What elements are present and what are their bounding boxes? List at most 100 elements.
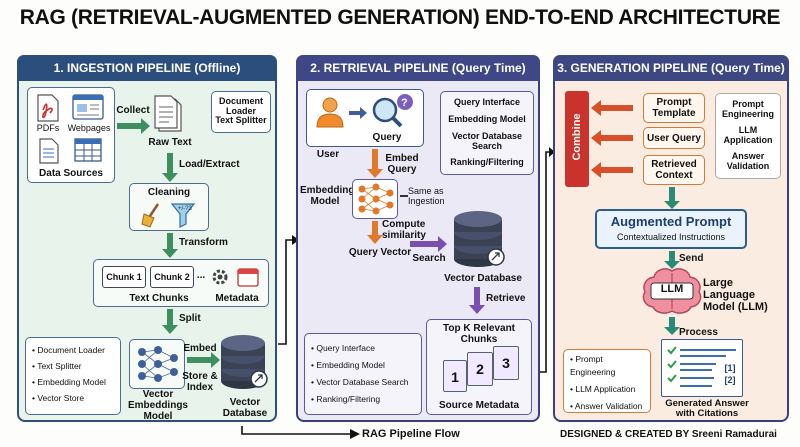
embed-query-arrow — [372, 149, 378, 171]
loader-item-text-splitter: Text Splitter — [215, 115, 267, 125]
query-label: Query — [372, 132, 402, 143]
transform-arrow — [167, 233, 173, 251]
top-k-box: Top K Relevant Chunks 1 2 3 Source Metad… — [426, 319, 532, 415]
retrieval-to-generation-connector — [540, 147, 555, 373]
retrieval-panel: 2. RETRIEVAL PIPELINE (Query Time) ? Que… — [296, 55, 540, 422]
retrieval-components-box: Query Interface Embedding Model Vector D… — [304, 333, 422, 415]
ingestion-components-box: Document Loader Text Splitter Embedding … — [25, 337, 121, 415]
chunk-card: 1 — [443, 360, 467, 392]
gear-calendar-icon — [212, 268, 259, 287]
info-ranking-filtering: Ranking/Filtering — [450, 157, 524, 167]
svg-text:?: ? — [401, 97, 408, 109]
generated-answer-document: [1] [2] — [661, 339, 743, 397]
embed-arrow — [187, 357, 213, 363]
retrieve-arrow — [474, 287, 480, 307]
vector-embeddings-label: Vector Embeddings Model — [127, 389, 188, 422]
split-label: Split — [179, 313, 201, 324]
compute-similarity-label: Compute similarity — [382, 219, 426, 241]
broom-filter-icon: +/-?3 — [141, 203, 196, 228]
load-extract-arrow — [167, 153, 173, 175]
checklist-icon — [667, 346, 736, 387]
brain-icon — [642, 268, 702, 314]
ingestion-list-item: Vector Store — [32, 390, 106, 406]
collect-label: Collect — [116, 105, 150, 116]
top-k-label: Top K Relevant Chunks — [442, 323, 516, 345]
page-title: RAG (RETRIEVAL-AUGMENTED GENERATION) END… — [19, 6, 781, 29]
credit-label: DESIGNED & CREATED BY Sreeni Ramadurai — [560, 429, 777, 440]
retrieval-list-item: Query Interface — [311, 340, 408, 357]
webpages-label: Webpages — [67, 123, 111, 133]
pipeline-flow-label: RAG Pipeline Flow — [362, 428, 460, 440]
chunks-box: Chunk 1 Chunk 2 ... Text Chunks Metadata — [93, 259, 269, 307]
store-index-label: Store & Index — [182, 371, 218, 393]
generation-side-box: Prompt Engineering LLM Application Answe… — [715, 93, 781, 179]
search-arrow — [410, 241, 440, 247]
neural-network-icon — [358, 183, 394, 215]
metadata-label: Metadata — [215, 293, 259, 304]
citation-2: [2] — [724, 375, 736, 385]
embed-label: Embed — [183, 343, 217, 354]
embed-query-label: Embed Query — [385, 153, 419, 175]
process-label: Process — [679, 327, 718, 338]
raw-text-label: Raw Text — [148, 137, 192, 148]
document-icon — [39, 138, 59, 164]
llm-description: Large Language Model (LLM) — [703, 277, 768, 314]
send-label: Send — [679, 253, 704, 264]
chunk-card: 2 — [467, 352, 493, 386]
info-vector-database-search: Vector Database Search — [451, 131, 523, 151]
retrieved-context-box: Retrieved Context — [643, 155, 705, 185]
embedding-model-box — [352, 179, 398, 219]
ingestion-to-retrieval-connector — [278, 235, 299, 345]
retrieval-list-item: Ranking/Filtering — [311, 391, 408, 408]
generation-list-item: Answer Validation — [570, 400, 648, 413]
transform-label: Transform — [179, 237, 228, 248]
contextualized-label: Contextualized Instructions — [616, 232, 726, 242]
spreadsheet-icon — [74, 138, 102, 162]
search-query-icon: ? — [372, 94, 413, 128]
info-embedding-model: Embedding Model — [448, 114, 526, 124]
combine-bar: Combine — [565, 91, 589, 187]
user-label: User — [316, 149, 340, 160]
chunk-ellipsis: ... — [196, 270, 206, 281]
side-prompt-engineering: Prompt Engineering — [721, 99, 774, 119]
generated-answer-label: Generated Answer with Citations — [665, 398, 749, 420]
search-label: Search — [412, 253, 446, 264]
combine-label: Combine — [571, 113, 583, 161]
data-sources-box: PDFs Webpages Data Sources — [27, 87, 115, 183]
data-sources-label: Data Sources — [39, 168, 103, 179]
compute-similarity-arrow — [372, 221, 378, 237]
vector-database-label: Vector Database — [222, 397, 268, 419]
ingestion-header: 1. INGESTION PIPELINE (Offline) — [17, 55, 277, 81]
retrieval-info-box: Query Interface Embedding Model Vector D… — [440, 91, 534, 175]
user-query-box: User Query — [643, 127, 705, 149]
generation-panel: 3. GENERATION PIPELINE (Query Time) Comb… — [553, 55, 789, 422]
generation-components-box: Prompt Engineering LLM Application Answe… — [563, 349, 651, 413]
collect-arrow — [117, 123, 143, 129]
vector-database-icon — [221, 335, 268, 389]
retrieve-label: Retrieve — [486, 293, 526, 304]
raw-text-icon — [154, 95, 182, 132]
embeddings-model-box — [129, 339, 185, 389]
query-vector-label: Query Vector — [348, 247, 412, 258]
user-query-box: ? Query — [306, 89, 424, 147]
ingestion-panel: 1. INGESTION PIPELINE (Offline) PDFs Web… — [17, 55, 277, 422]
source-metadata-label: Source Metadata — [438, 400, 520, 411]
generation-list-item: Prompt Engineering — [570, 353, 648, 379]
side-llm-application: LLM Application — [723, 125, 773, 145]
citation-1: [1] — [724, 363, 736, 373]
side-answer-validation: Answer Validation — [726, 151, 770, 171]
vector-database-icon — [454, 211, 505, 267]
retrieval-list-item: Embedding Model — [311, 357, 408, 374]
info-query-interface: Query Interface — [453, 97, 521, 107]
user-icon — [316, 97, 344, 128]
split-arrow — [167, 309, 173, 327]
ingestion-list-item: Document Loader — [32, 342, 106, 358]
loader-info-box: Document Loader Text Splitter — [211, 91, 271, 133]
chunk-2: Chunk 2 — [150, 266, 194, 288]
pdfs-label: PDFs — [36, 123, 60, 133]
vector-database-label: Vector Database — [444, 273, 522, 284]
text-chunks-label: Text Chunks — [129, 293, 189, 304]
svg-text:+/-?3: +/-?3 — [178, 206, 193, 212]
pdf-icon — [37, 94, 59, 122]
cleaning-label: Cleaning — [147, 187, 191, 198]
